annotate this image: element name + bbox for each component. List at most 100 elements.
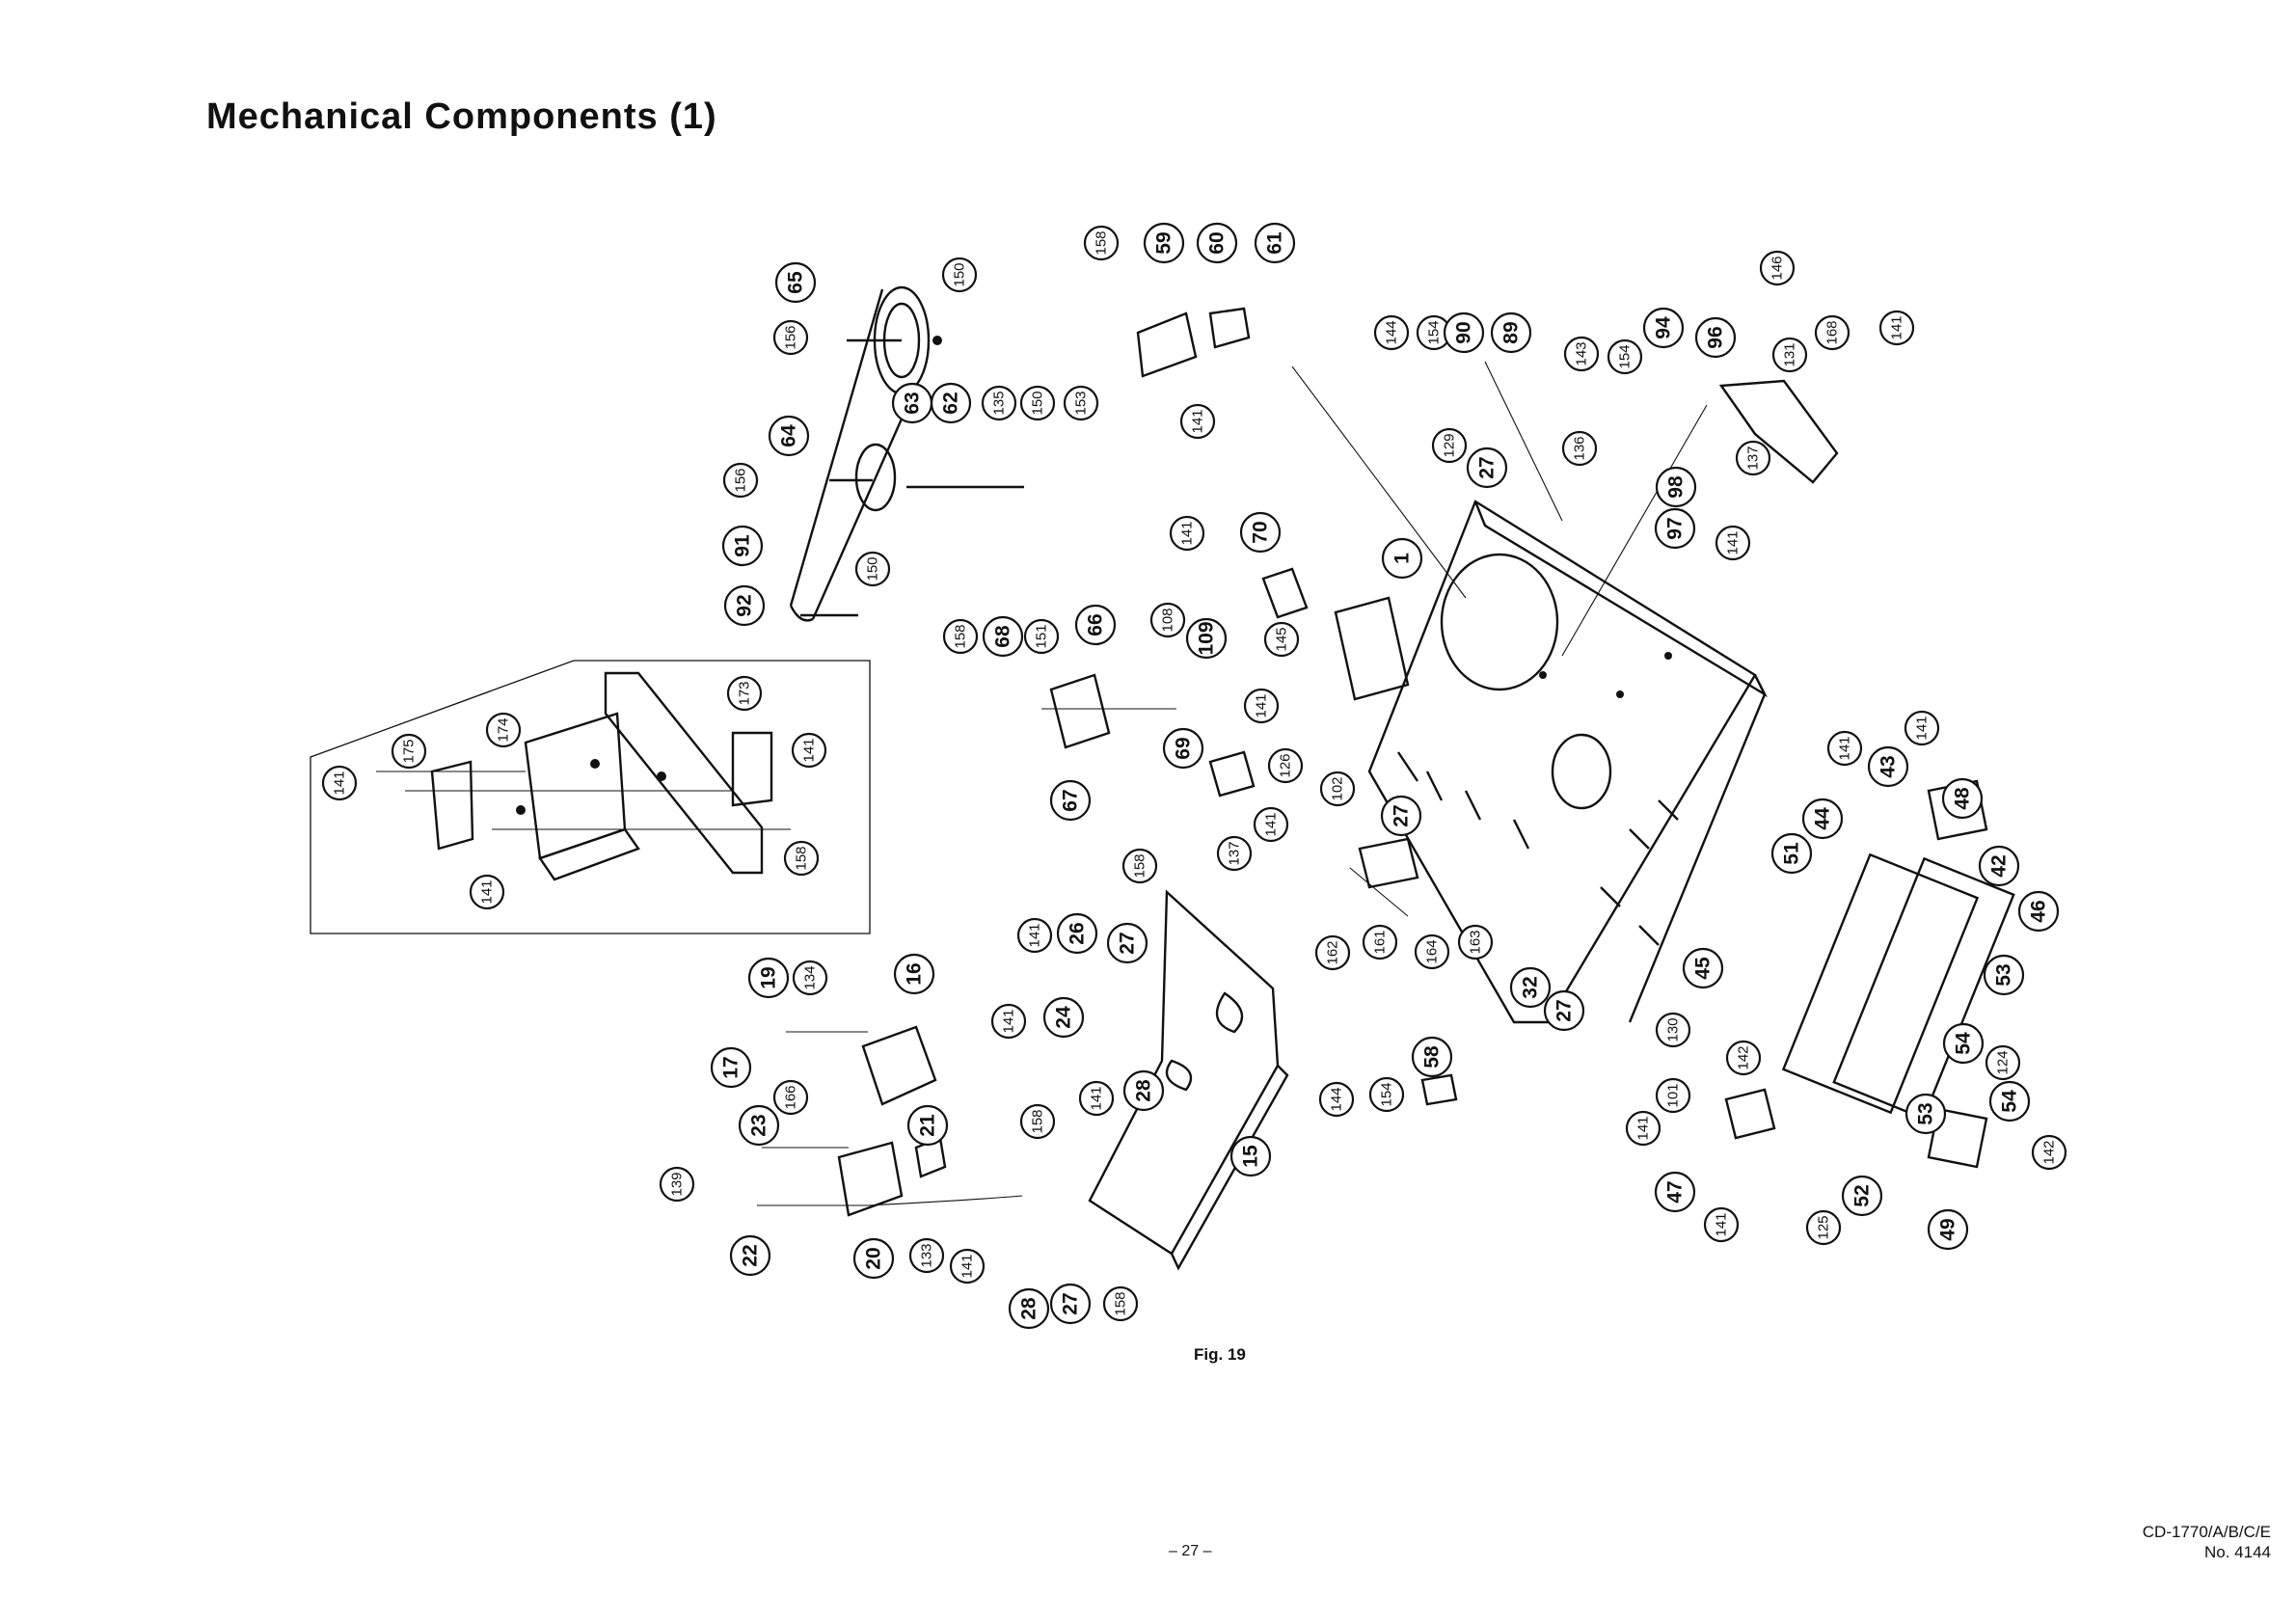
callout-label: 134 bbox=[802, 965, 819, 989]
callout-circle bbox=[1083, 225, 1120, 261]
callout-label: 63 bbox=[902, 392, 924, 414]
model-number: CD-1770/A/B/C/E bbox=[2142, 1523, 2271, 1541]
callout-circle bbox=[1543, 989, 1585, 1032]
callout-circle bbox=[1694, 316, 1737, 359]
callout-141: 141 bbox=[1016, 917, 1053, 954]
callout-label: 137 bbox=[1227, 841, 1243, 865]
callout-circle bbox=[2031, 1134, 2067, 1171]
callout-141: 141 bbox=[1179, 403, 1216, 440]
callout-label: 150 bbox=[952, 262, 968, 286]
callout-label: 154 bbox=[1426, 320, 1443, 344]
callout-158: 158 bbox=[783, 840, 820, 877]
page-number: – 27 – bbox=[1169, 1543, 1212, 1559]
callout-label: 97 bbox=[1664, 517, 1687, 539]
callout-label: 89 bbox=[1500, 321, 1523, 343]
callout-label: 46 bbox=[2028, 900, 2050, 922]
callout-141: 141 bbox=[1904, 710, 1940, 746]
callout-156: 156 bbox=[722, 462, 759, 499]
callout-101: 101 bbox=[1655, 1077, 1691, 1114]
callout-54: 54 bbox=[1988, 1080, 2031, 1123]
callout-circle bbox=[1216, 835, 1253, 872]
callout-label: 136 bbox=[1572, 436, 1588, 460]
callout-label: 143 bbox=[1574, 341, 1590, 365]
callout-59: 59 bbox=[1143, 222, 1185, 264]
callout-26: 26 bbox=[1056, 912, 1098, 955]
callout-circle bbox=[1319, 771, 1356, 807]
callout-141: 141 bbox=[1169, 515, 1205, 552]
callout-circle bbox=[1196, 222, 1238, 264]
callout-label: 158 bbox=[794, 846, 810, 870]
callout-circle bbox=[726, 675, 763, 712]
callout-label: 94 bbox=[1653, 316, 1675, 339]
callout-circle bbox=[1978, 845, 2020, 887]
callout-circle bbox=[659, 1166, 695, 1203]
callout-162: 162 bbox=[1314, 934, 1351, 971]
callout-label: 27 bbox=[1117, 932, 1139, 954]
callout-label: 141 bbox=[801, 738, 818, 762]
callout-circle bbox=[1239, 511, 1282, 554]
callout-125: 125 bbox=[1805, 1209, 1842, 1246]
callout-circle bbox=[1049, 1283, 1092, 1325]
callout-label: 27 bbox=[1476, 456, 1499, 478]
callout-label: 21 bbox=[917, 1114, 939, 1137]
callout-circle bbox=[1074, 604, 1117, 646]
callout-68: 68 bbox=[982, 615, 1024, 658]
callout-label: 51 bbox=[1781, 842, 1803, 865]
callout-circle bbox=[1826, 730, 1863, 767]
callout-circle bbox=[981, 385, 1017, 421]
callout-label: 98 bbox=[1665, 475, 1688, 499]
callout-label: 154 bbox=[1379, 1082, 1395, 1106]
callout-label: 131 bbox=[1782, 342, 1798, 366]
callout-42: 42 bbox=[1978, 845, 2020, 887]
callout-19: 19 bbox=[747, 957, 790, 999]
callout-circle bbox=[1267, 747, 1304, 784]
callout-label: 125 bbox=[1816, 1215, 1832, 1239]
callout-circle bbox=[1253, 806, 1289, 843]
callout-141: 141 bbox=[1078, 1080, 1115, 1117]
callout-label: 27 bbox=[1391, 804, 1413, 826]
callout-label: 43 bbox=[1877, 755, 1900, 777]
callout-circle bbox=[768, 415, 810, 457]
callout-circle bbox=[930, 382, 972, 424]
callout-66: 66 bbox=[1074, 604, 1117, 646]
callout-150: 150 bbox=[941, 257, 978, 293]
callout-28: 28 bbox=[1008, 1287, 1050, 1330]
callout-label: 144 bbox=[1384, 320, 1400, 344]
callout-label: 58 bbox=[1421, 1045, 1444, 1068]
callout-circle bbox=[1607, 338, 1643, 375]
callout-circle bbox=[1056, 912, 1098, 955]
callout-label: 19 bbox=[758, 966, 780, 988]
callout-139: 139 bbox=[659, 1166, 695, 1203]
callout-label: 26 bbox=[1067, 922, 1089, 944]
callout-48: 48 bbox=[1941, 777, 1984, 820]
callout-circle bbox=[1368, 1076, 1405, 1113]
callout-label: 141 bbox=[1725, 530, 1742, 555]
callout-label: 141 bbox=[1889, 315, 1905, 339]
callout-label: 166 bbox=[783, 1085, 799, 1109]
callout-53: 53 bbox=[1904, 1093, 1947, 1135]
callout-label: 53 bbox=[1993, 963, 2015, 986]
callout-label: 158 bbox=[1132, 853, 1148, 878]
callout-label: 108 bbox=[1160, 608, 1176, 632]
callout-label: 141 bbox=[1263, 812, 1280, 836]
callout-62: 62 bbox=[930, 382, 972, 424]
callout-142: 142 bbox=[1725, 1040, 1762, 1076]
callout-15: 15 bbox=[1229, 1135, 1272, 1177]
callout-circle bbox=[1049, 779, 1092, 822]
callout-63: 63 bbox=[891, 382, 933, 424]
callout-circle bbox=[1654, 507, 1696, 550]
callout-circle bbox=[1642, 307, 1685, 349]
callout-label: 28 bbox=[1018, 1297, 1040, 1320]
callout-circle bbox=[908, 1237, 945, 1274]
callout-124: 124 bbox=[1985, 1044, 2021, 1081]
callout-circle bbox=[1985, 1044, 2021, 1081]
callout-circle bbox=[1381, 537, 1423, 580]
callout-label: 102 bbox=[1330, 776, 1346, 800]
callout-circle bbox=[1814, 314, 1850, 351]
callout-circle bbox=[1466, 446, 1508, 489]
callout-circle bbox=[1179, 403, 1216, 440]
callout-circle bbox=[1759, 250, 1796, 286]
callout-circle bbox=[1625, 1110, 1661, 1147]
callout-137: 137 bbox=[1735, 440, 1771, 476]
